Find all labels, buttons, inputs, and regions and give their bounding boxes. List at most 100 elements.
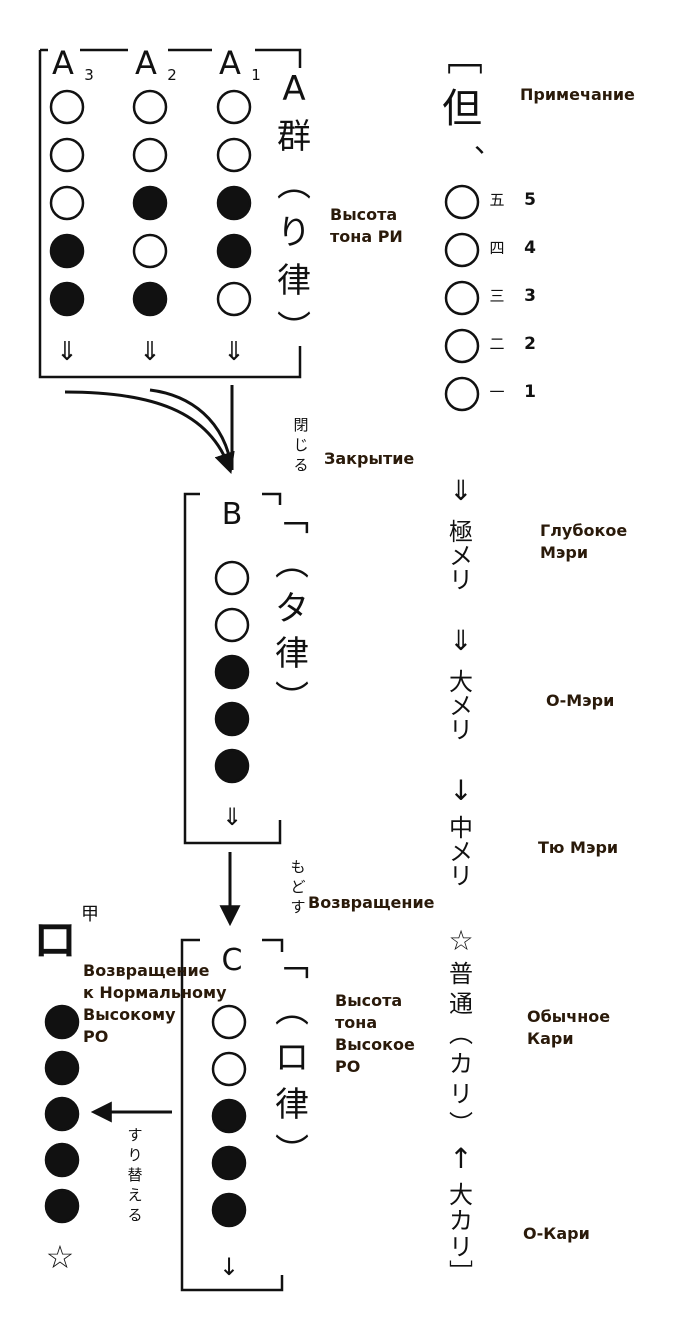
note-hole — [444, 232, 480, 268]
scale-1-char-0: 大 — [449, 668, 473, 696]
group-a-vchar-2: ︵ — [277, 165, 311, 205]
group-b-letter: B — [222, 497, 243, 532]
group-c-frame — [180, 938, 284, 1292]
pitch-scale: ⇓極メリ⇓大メリ↓中メリ☆普通︵カリ︶↑大カリ﹈ — [448, 474, 473, 1287]
returning-vchar-1: ど — [290, 878, 305, 896]
ro-hole — [44, 1188, 80, 1224]
group-a-letter-2: A — [219, 44, 241, 82]
group-b-vchar-1: ︵ — [275, 544, 309, 584]
note-hole — [444, 328, 480, 364]
scale-3-char-4: リ — [449, 1080, 473, 1108]
scale-1-char-2: リ — [449, 716, 473, 744]
group-a-vchar-4: 律 — [277, 261, 311, 301]
closing-vchar-0: 閉 — [293, 416, 308, 434]
exchange-vchar-4: る — [127, 1206, 142, 1224]
note-kanji-0: 五 — [489, 191, 504, 209]
returning-vchar-2: す — [290, 898, 305, 916]
scale-3-char-5: ︶ — [449, 1110, 473, 1138]
note-hole — [444, 280, 480, 316]
note-hole — [444, 376, 480, 412]
group-a-hole — [216, 281, 252, 317]
group-b-hole — [214, 701, 250, 737]
note-kanji-4: 一 — [489, 383, 504, 401]
returning-vchar-0: も — [290, 858, 305, 876]
group-c-holes: ↓ — [211, 1004, 247, 1281]
group-c-vchar-2: ロ — [275, 1038, 309, 1078]
group-b-frame — [183, 492, 282, 845]
scale-2-char-0: 中 — [449, 814, 473, 842]
scale-1-char-1: メ — [449, 692, 473, 720]
scale-3-char-2: ︵ — [449, 1020, 473, 1048]
scale-arrow-4: ↑ — [449, 1142, 472, 1175]
closing-vchar-1: じ — [293, 436, 308, 454]
group-a-arrow-1: ⇓ — [139, 337, 161, 367]
ro-hole — [44, 1142, 80, 1178]
returning-vertical-label: もどす — [290, 858, 305, 916]
exchange-vchar-1: り — [127, 1146, 142, 1164]
group-c-vchar-0: ﹁ — [275, 944, 309, 984]
group-b-vchar-3: 律 — [275, 634, 309, 674]
note-kanji-1: 四 — [489, 239, 504, 257]
group-a-hole — [132, 185, 168, 221]
ro-glyph-superscript: 甲 — [81, 904, 99, 925]
group-a-subscript-2: 1 — [251, 66, 261, 84]
group-b-arrow: ⇓ — [222, 803, 242, 831]
group-a-subscript-1: 2 — [167, 66, 177, 84]
returning-label: Возвращение — [308, 893, 435, 912]
scale-4-char-2: リ — [449, 1233, 473, 1261]
exchange-vchar-0: す — [127, 1126, 142, 1144]
group-a-vchar-5: ︶ — [277, 309, 311, 349]
note-number-3: 2 — [524, 334, 536, 354]
group-a-hole — [49, 89, 85, 125]
exchange-vchar-2: 替 — [127, 1166, 142, 1184]
group-a-hole — [49, 185, 85, 221]
closing-label: Закрытие — [324, 449, 415, 468]
scale-arrow-3: ☆ — [448, 924, 473, 957]
note-glyph: 但 — [442, 86, 482, 132]
group-b-holes: ⇓ — [214, 560, 250, 831]
scale-4-char-1: カ — [449, 1207, 473, 1235]
ro-hole — [44, 1096, 80, 1132]
scale-3-char-1: 通 — [449, 990, 473, 1018]
scale-2-char-2: リ — [449, 862, 473, 890]
group-c-letter: C — [222, 943, 243, 978]
ro-hole — [44, 1004, 80, 1040]
group-b-hole — [214, 748, 250, 784]
scale-2-char-1: メ — [449, 838, 473, 866]
note-number-4: 1 — [524, 382, 536, 402]
group-b-hole — [214, 607, 250, 643]
group-a-subscript-0: 3 — [84, 66, 94, 84]
scale-label-4: О-Кари — [523, 1224, 590, 1243]
scale-label-2: Тю Мэри — [538, 838, 619, 857]
scale-0-char-1: メ — [449, 542, 473, 570]
group-a-hole — [49, 137, 85, 173]
scale-label-1: О-Мэри — [546, 691, 615, 710]
group-a-letter-1: A — [135, 44, 157, 82]
group-c-hole — [211, 1098, 247, 1134]
pitch-ro-label: Высота тона Высокое РО — [335, 991, 415, 1076]
note-number-0: 5 — [524, 190, 536, 210]
scale-arrow-1: ⇓ — [449, 624, 472, 657]
note-hole — [444, 184, 480, 220]
closing-vertical-label: 閉じる — [293, 416, 308, 474]
scale-arrow-0: ⇓ — [449, 474, 472, 507]
pitch-ri-label: Высота тона РИ — [330, 205, 403, 246]
ro-star-icon: ☆ — [46, 1238, 75, 1276]
group-b-vchar-0: ﹁ — [275, 499, 309, 539]
group-a-vchar-3: り — [277, 213, 311, 253]
group-c-vchar-4: ︶ — [275, 1132, 309, 1172]
scale-4-char-3: ﹈ — [449, 1259, 473, 1287]
group-c-hole — [211, 1004, 247, 1040]
flow-arrows-a-to-b — [64, 385, 235, 474]
group-a-letter-0: A — [52, 44, 74, 82]
group-c-vchar-1: ︵ — [275, 991, 309, 1031]
group-a-hole — [49, 233, 85, 269]
group-a-arrow-2: ⇓ — [223, 337, 245, 367]
exchange-vchar-3: え — [127, 1186, 142, 1204]
group-a-hole — [132, 137, 168, 173]
group-c-vertical-label: ﹁︵ロ律︶ — [275, 944, 309, 1172]
note-bracket: ﹇ — [447, 38, 483, 79]
note-kanji-3: 二 — [489, 335, 504, 353]
